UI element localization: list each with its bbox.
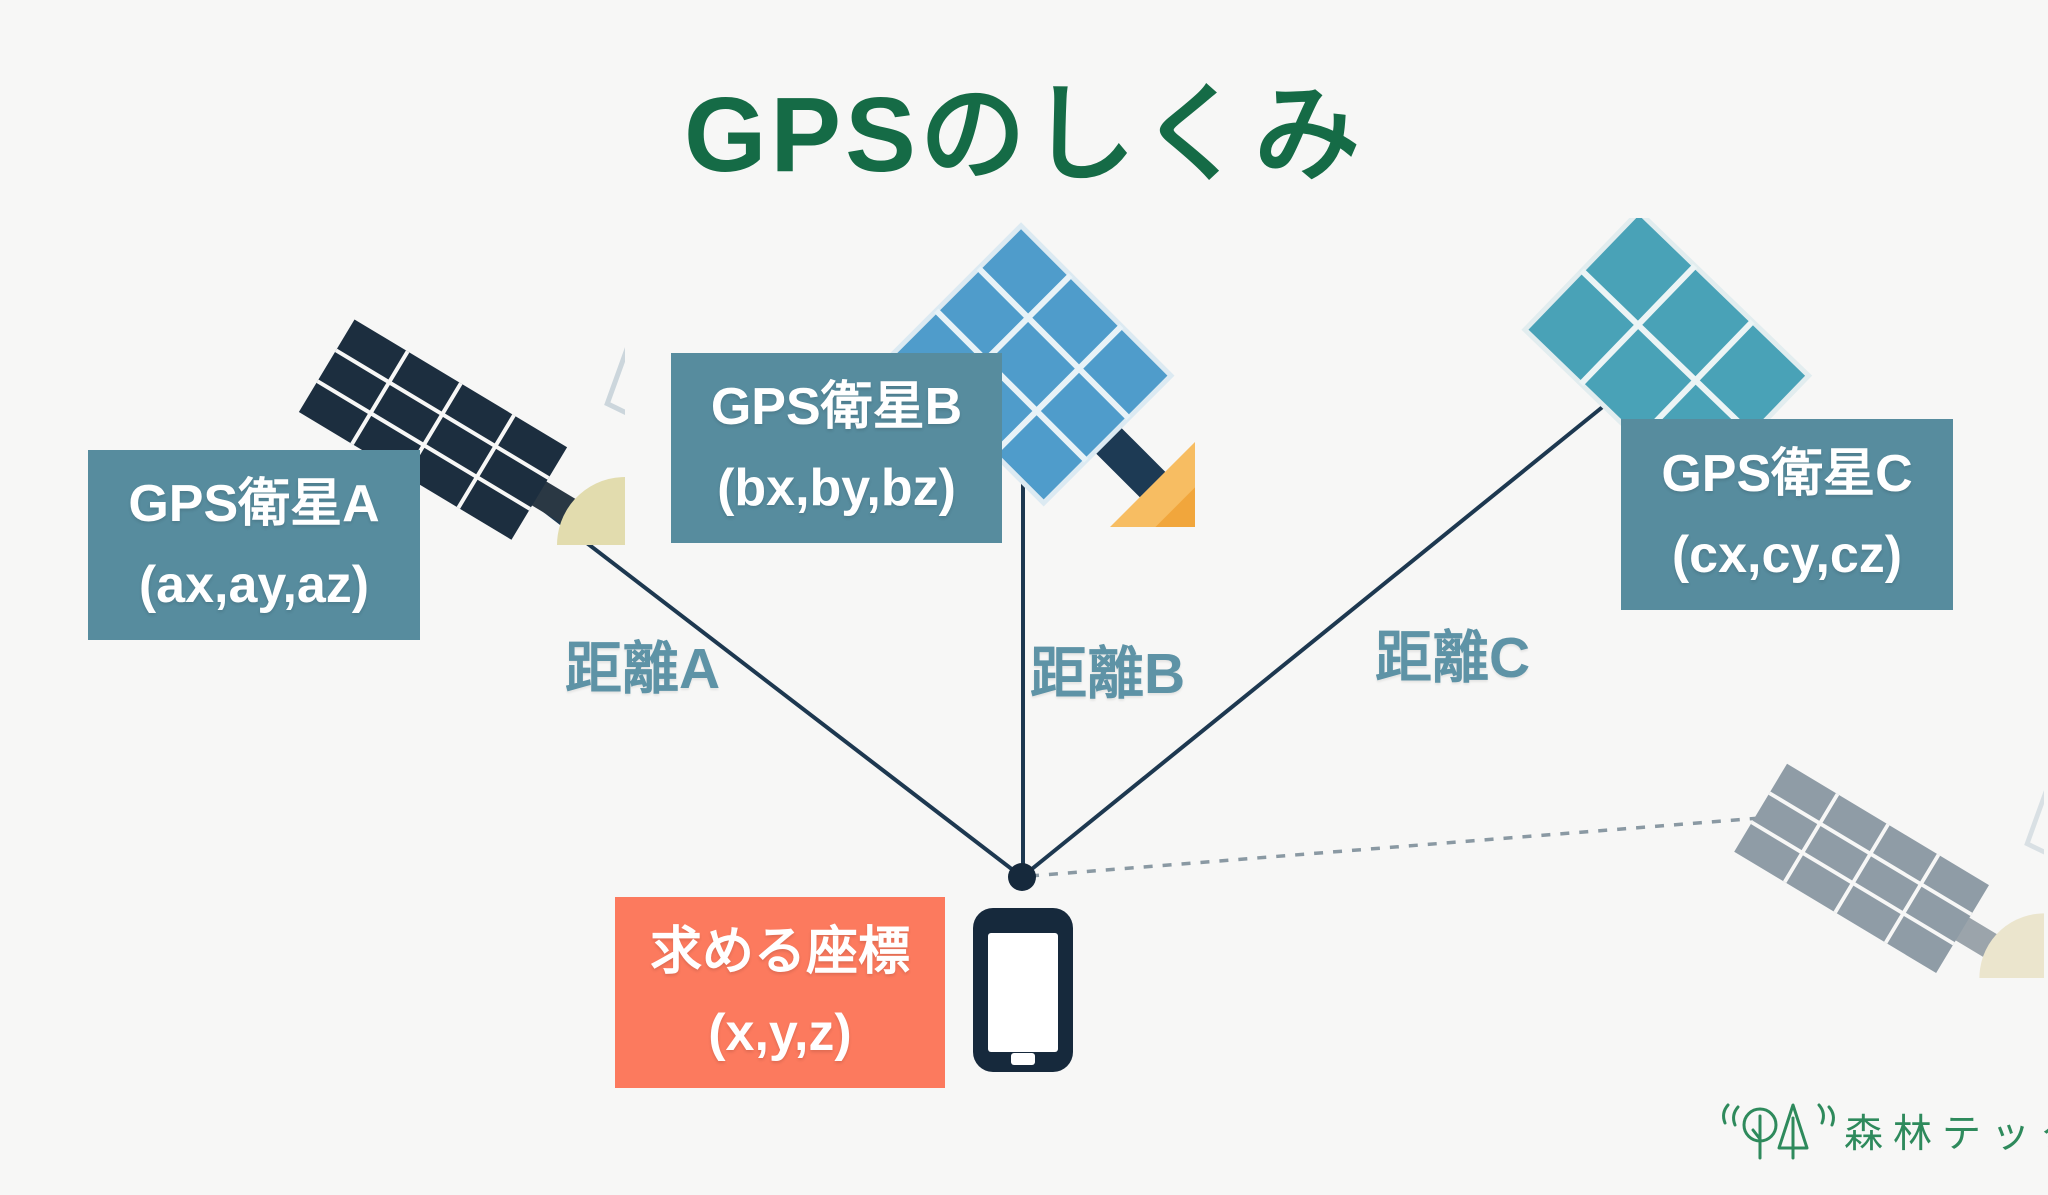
satellite-c-label: GPS衛星C (cx,cy,cz) bbox=[1621, 419, 1953, 610]
satellite-b-body bbox=[890, 222, 1195, 527]
unused-satellite-dotted-line bbox=[1029, 816, 1761, 878]
satellite-ghost-body bbox=[1734, 720, 2044, 978]
target-coords-title: 求める座標 bbox=[649, 922, 910, 981]
satellite-c-coords: (cx,cy,cz) bbox=[1671, 525, 1903, 584]
smartphone-home-button bbox=[1011, 1053, 1035, 1065]
satellite-a-name: GPS衛星A bbox=[128, 475, 380, 534]
satellite-a-label: GPS衛星A (ax,ay,az) bbox=[88, 450, 420, 640]
satellite-a-icon bbox=[298, 273, 625, 545]
satellite-b-coords: (bx,by,bz) bbox=[717, 459, 956, 517]
target-coords-value: (x,y,z) bbox=[708, 1003, 852, 1062]
satellite-b-label: GPS衛星B (bx,by,bz) bbox=[671, 353, 1002, 543]
satellite-b-name: GPS衛星B bbox=[710, 378, 963, 437]
position-dot bbox=[1008, 863, 1036, 891]
satellite-b-icon bbox=[890, 222, 1195, 527]
smartphone-icon bbox=[973, 908, 1073, 1072]
brand-name: 森林テック bbox=[1844, 1113, 2048, 1156]
satellite-ghost-icon bbox=[1734, 720, 2044, 978]
satellite-c-name: GPS衛星C bbox=[1661, 444, 1913, 503]
distance-line-c bbox=[1020, 403, 1607, 879]
page-title: GPSのしくみ bbox=[683, 76, 1365, 194]
smartphone-screen bbox=[988, 933, 1058, 1052]
forest-trees-icon bbox=[1722, 1103, 1835, 1160]
distance-c-label: 距離C bbox=[1375, 626, 1531, 690]
brand-logo: 森林テック bbox=[1718, 1098, 2048, 1164]
satellite-a-body bbox=[298, 273, 625, 545]
distance-b-label: 距離B bbox=[1030, 642, 1186, 706]
satellite-a-coords: (ax,ay,az) bbox=[138, 556, 370, 614]
target-coords-label: 求める座標 (x,y,z) bbox=[615, 897, 945, 1088]
distance-a-label: 距離A bbox=[565, 637, 721, 701]
